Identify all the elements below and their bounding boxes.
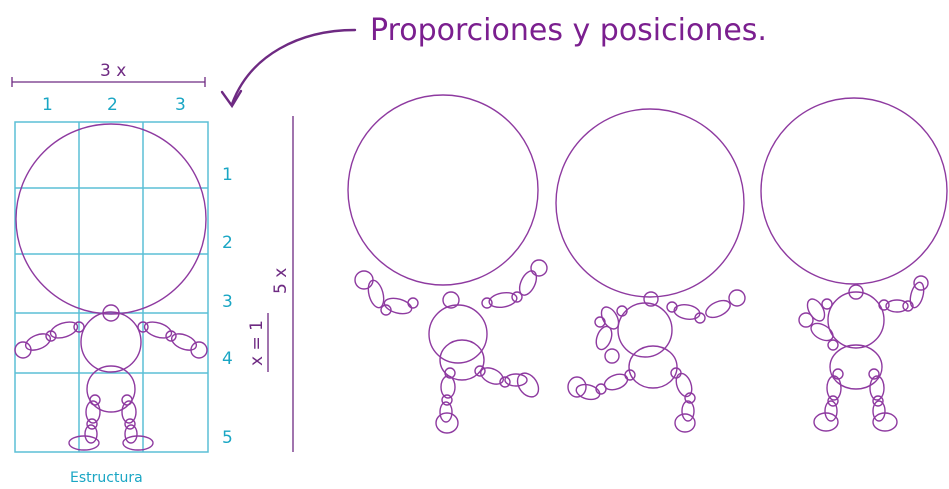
structure-figure (14, 123, 208, 451)
unit-measure: x = 1 (247, 313, 269, 372)
page-title: Proporciones y posiciones. (370, 13, 767, 48)
height-label: 5 x (271, 268, 291, 294)
row-number-3: 3 (222, 292, 233, 312)
row-number-5: 5 (222, 428, 233, 448)
row-number-4: 4 (222, 349, 233, 369)
figure-dancing-pose (555, 108, 746, 433)
column-number-2: 2 (107, 95, 118, 115)
curved-arrow-icon (220, 28, 357, 109)
column-number-1: 1 (42, 95, 53, 115)
structure-caption: Estructura (70, 470, 143, 486)
figure-standing-pose (760, 97, 948, 432)
column-number-3: 3 (175, 95, 186, 115)
row-number-2: 2 (222, 233, 233, 253)
width-measure: 3 x (11, 61, 206, 87)
unit-label: x = 1 (247, 320, 267, 366)
width-label: 3 x (100, 61, 126, 81)
proportion-grid (14, 121, 209, 453)
row-number-1: 1 (222, 165, 233, 185)
figure-running-pose (347, 94, 548, 434)
height-measure: 5 x (271, 116, 294, 452)
